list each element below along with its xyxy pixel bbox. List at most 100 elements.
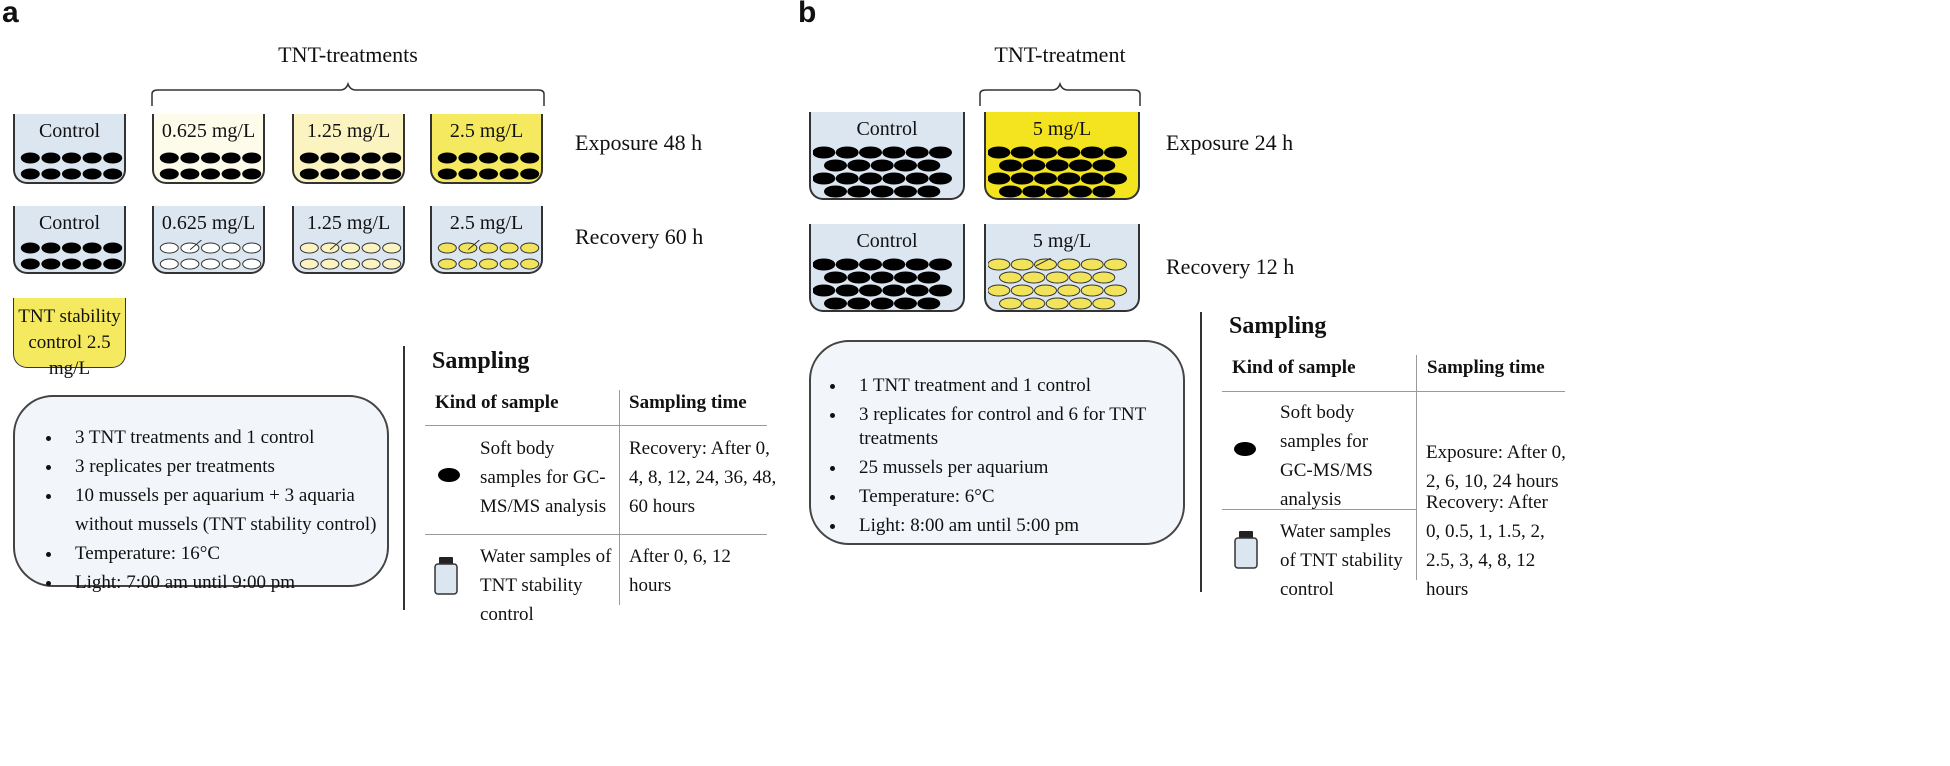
panel-b-row2-kind: Water samples of TNT stability control xyxy=(1280,521,1403,600)
mussel-icon xyxy=(499,168,519,180)
panel-a-row2-kind: Water samples of TNT stability control xyxy=(480,546,612,625)
panel-a-row1-kind: Soft body samples for GC-MS/MS analysis xyxy=(480,438,607,517)
mussel-icon xyxy=(1080,258,1104,271)
mussel-icon xyxy=(41,242,61,254)
table-rule xyxy=(1222,509,1417,510)
mussel-icon xyxy=(159,152,179,164)
mussel-icon xyxy=(180,152,200,164)
mussel-icon xyxy=(1092,297,1116,310)
mussel-icon xyxy=(201,258,220,270)
mussel-icon xyxy=(824,271,847,284)
tank-label: Control xyxy=(856,118,918,140)
mussel-icon xyxy=(917,159,941,172)
mussel-icon xyxy=(437,242,457,254)
mussel-icon xyxy=(20,168,40,180)
mussel-icon xyxy=(62,168,81,180)
pointer-line xyxy=(189,240,202,250)
note-item: Light: 8:00 am until 5:00 pm xyxy=(847,514,1183,538)
mussel-icon xyxy=(835,146,859,159)
mussel-icon xyxy=(221,258,241,270)
panel-b-recovery-tank-control: Control xyxy=(809,224,965,312)
tank-label: 1.25 mg/L xyxy=(306,212,391,234)
mussel-icon xyxy=(221,168,241,180)
tank-label: 5 mg/L xyxy=(1032,118,1092,140)
mussel-icon xyxy=(458,258,478,270)
mussel-icon xyxy=(988,172,1011,185)
mussel-icon xyxy=(1092,271,1116,284)
mussel-icon xyxy=(1057,172,1081,185)
panel-b-col-kind: Kind of sample xyxy=(1232,357,1356,378)
mussel-icon xyxy=(1034,172,1057,185)
mussel-icon-group xyxy=(159,240,262,270)
panel-a-group-title: TNT-treatments xyxy=(278,42,418,67)
mussel-icon xyxy=(41,152,61,164)
mussel-icon xyxy=(1022,185,1046,198)
mussel-icon xyxy=(882,146,906,159)
mussel-icon xyxy=(341,152,360,164)
panel-b-notes-box: 1 TNT treatment and 1 control 3 replicat… xyxy=(809,340,1185,545)
table-rule xyxy=(425,425,767,426)
mussel-icon xyxy=(180,258,200,270)
mussel-icon xyxy=(1034,284,1057,297)
panel-a-exposure-tank-25: 2.5 mg/L xyxy=(430,114,543,184)
mussel-icon xyxy=(1010,284,1034,297)
mussel-icon xyxy=(1045,185,1069,198)
mussel-icon xyxy=(201,168,220,180)
note-item: 3 replicates for control and 6 for TNT t… xyxy=(847,403,1183,451)
tank-label: 2.5 mg/L xyxy=(449,120,524,142)
note-item: 1 TNT treatment and 1 control xyxy=(847,374,1183,398)
pointer-line xyxy=(467,240,480,250)
mussel-icon xyxy=(929,284,952,297)
panel-a-row2-time: After 0, 6, 12 hours xyxy=(629,546,731,596)
mussel-icon xyxy=(499,242,519,254)
mussel-icon xyxy=(929,172,952,185)
mussel-icon xyxy=(320,258,340,270)
mussel-icon xyxy=(905,258,929,271)
note-item: Temperature: 16°C xyxy=(63,539,387,568)
mussel-icon xyxy=(988,284,1011,297)
mussel-icon xyxy=(917,185,941,198)
panel-b-letter: b xyxy=(798,0,817,29)
mussel-icon xyxy=(341,242,360,254)
water-bottle-icon xyxy=(1234,531,1258,569)
panel-a-letter: a xyxy=(2,0,19,29)
mussel-icon xyxy=(1022,159,1046,172)
mussel-icon xyxy=(320,152,340,164)
mussel-icon xyxy=(824,159,847,172)
mussel-icon xyxy=(1234,442,1256,456)
tank-label: 1.25 mg/L xyxy=(306,120,391,142)
mussel-icon xyxy=(221,242,241,254)
mussel-icon-group xyxy=(159,152,262,180)
mussel-icon xyxy=(1010,258,1034,271)
mussel-icon xyxy=(41,168,61,180)
mussel-icon xyxy=(1104,284,1127,297)
mussel-icon-group xyxy=(299,240,402,270)
panel-b-group-title: TNT-treatment xyxy=(994,42,1126,67)
mussel-icon xyxy=(917,271,941,284)
panel-a-brace-icon xyxy=(151,82,545,106)
mussel-icon xyxy=(437,152,457,164)
mussel-icon xyxy=(1104,146,1127,159)
mussel-icon xyxy=(1057,284,1081,297)
panel-a-recovery-label: Recovery 60 h xyxy=(575,224,704,249)
mussel-icon xyxy=(870,185,894,198)
mussel-icon xyxy=(159,168,179,180)
mussel-icon xyxy=(894,297,917,310)
mussel-icon xyxy=(159,242,179,254)
mussel-icon xyxy=(824,297,847,310)
mussel-icon xyxy=(1092,185,1116,198)
tank-label: Control xyxy=(38,212,101,234)
mussel-icon xyxy=(1045,159,1069,172)
mussel-icon xyxy=(988,258,1011,271)
note-item: 25 mussels per aquarium xyxy=(847,456,1183,480)
mussel-icon xyxy=(499,258,519,270)
mussel-icon xyxy=(905,284,929,297)
mussel-icon-group xyxy=(813,258,952,310)
mussel-icon xyxy=(813,172,836,185)
panel-a-exposure-label: Exposure 48 h xyxy=(575,130,703,155)
mussel-icon-group xyxy=(437,240,540,270)
mussel-icon xyxy=(242,242,262,254)
mussel-icon-group xyxy=(299,152,402,180)
mussel-icon xyxy=(20,152,40,164)
panel-a-exposure-tank-control: Control xyxy=(13,114,126,184)
